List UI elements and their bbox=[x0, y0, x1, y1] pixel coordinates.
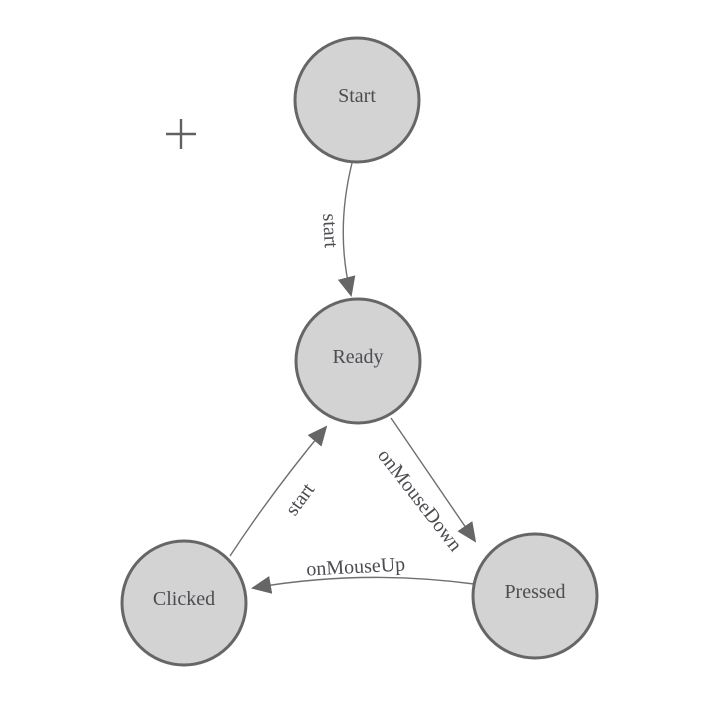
state-node-clicked[interactable] bbox=[120, 539, 248, 667]
edge-label-ready-to-pressed: onMouseDown bbox=[373, 445, 466, 556]
edge-label-pressed-to-clicked: onMouseUp bbox=[306, 553, 406, 580]
state-node-start[interactable] bbox=[293, 36, 421, 164]
state-node-label-pressed: Pressed bbox=[504, 581, 565, 603]
edge-clicked-to-ready[interactable] bbox=[229, 425, 328, 557]
state-node-label-clicked: Clicked bbox=[153, 588, 215, 610]
edge-label-start-to-ready: start bbox=[318, 213, 342, 249]
crosshair-cursor bbox=[166, 119, 196, 149]
edge-ready-to-pressed[interactable] bbox=[390, 417, 477, 543]
state-node-label-ready: Ready bbox=[332, 346, 383, 368]
edge-label-clicked-to-ready: start bbox=[281, 479, 319, 520]
edge-pressed-to-clicked[interactable] bbox=[251, 576, 475, 594]
state-node-pressed[interactable] bbox=[471, 532, 599, 660]
state-node-ready[interactable] bbox=[294, 297, 422, 425]
state-node-label-start: Start bbox=[338, 85, 376, 107]
edge-start-to-ready[interactable] bbox=[337, 162, 356, 297]
